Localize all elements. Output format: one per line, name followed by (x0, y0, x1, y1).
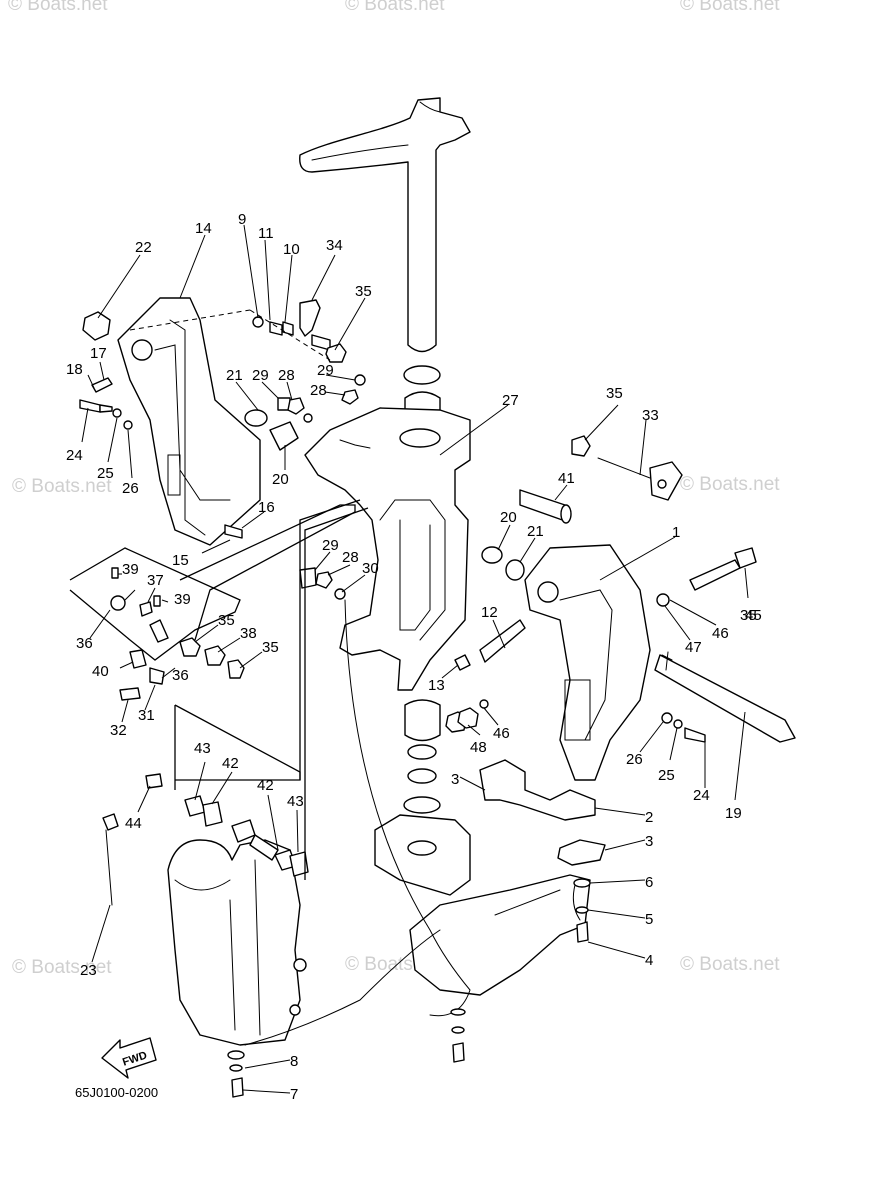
watermark-text: © Boats.net (680, 0, 780, 15)
part-label: 46 (712, 625, 729, 642)
watermark-text: © Boats.net (12, 957, 112, 978)
leader-lines (81, 224, 749, 1094)
watermark-text: © Boats.net (680, 474, 780, 495)
part-label: 24 (66, 447, 83, 464)
part-label: 25 (97, 465, 114, 482)
part-label: 1 (672, 524, 680, 541)
part-label: 24 (693, 787, 710, 804)
part-label: 10 (283, 241, 300, 258)
part-label: 35 (740, 607, 757, 624)
part-label: 12 (481, 604, 498, 621)
part-label: 29 (322, 537, 339, 554)
part-label: 16 (258, 499, 275, 516)
part-label: 43 (194, 740, 211, 757)
part-label: 20 (272, 471, 289, 488)
part-label: 44 (125, 815, 142, 832)
diagram-code: 65J0100-0200 (75, 1085, 158, 1100)
part-label: 17 (90, 345, 107, 362)
clamp-bracket-right (524, 544, 651, 781)
part-label: 39 (122, 561, 139, 578)
part-label: 42 (222, 755, 239, 772)
part-label: 32 (110, 722, 127, 739)
part-label: 33 (642, 407, 659, 424)
part-label: 25 (658, 767, 675, 784)
part-label: 8 (290, 1053, 298, 1070)
part-label: 34 (326, 237, 343, 254)
part-label: 15 (172, 552, 189, 569)
part-label: 2 (645, 809, 653, 826)
part-label: 20 (500, 509, 517, 526)
part-label: 13 (428, 677, 445, 694)
part-label: 30 (362, 560, 379, 577)
part-label: 38 (240, 625, 257, 642)
through-tube (654, 651, 796, 743)
part-label: 40 (92, 663, 109, 680)
steering-arm-shaft (299, 97, 471, 432)
part-label: 28 (278, 367, 295, 384)
part-label: 3 (645, 833, 653, 850)
fwd-arrow: FWD (101, 1037, 157, 1079)
part-label: 26 (122, 480, 139, 497)
part-label: 31 (138, 707, 155, 724)
part-label: 19 (725, 805, 742, 822)
part-label: 4 (645, 952, 653, 969)
part-label: 23 (80, 962, 97, 979)
part-label: 35 (262, 639, 279, 656)
part-label: 18 (66, 361, 83, 378)
part-label: 35 (218, 612, 235, 629)
part-label: 36 (172, 667, 189, 684)
clamp-bracket-left (117, 297, 261, 546)
part-label: 39 (174, 591, 191, 608)
part-label: 28 (342, 549, 359, 566)
part-number-labels: 1 2 3 3 4 5 6 7 8 9 10 11 12 13 14 15 16… (66, 211, 762, 1103)
watermark-text: © Boats.net (12, 476, 112, 497)
bolt-45 (689, 547, 757, 591)
part-label: 29 (317, 362, 334, 379)
part-label: 36 (76, 635, 93, 652)
watermark-text: © Boats.net (680, 954, 780, 975)
part-label: 3 (451, 771, 459, 788)
part-label: 43 (287, 793, 304, 810)
part-label: 22 (135, 239, 152, 256)
lower-mount (479, 759, 606, 866)
part-label: 35 (355, 283, 372, 300)
part-label: 28 (310, 382, 327, 399)
part-label: 45 (745, 607, 762, 624)
part-label: 48 (470, 739, 487, 756)
bracket-33 (597, 457, 683, 501)
group-outlines (69, 309, 369, 880)
small-parts (79, 299, 706, 1098)
part-label: 21 (226, 367, 243, 384)
part-label: 21 (527, 523, 544, 540)
part-label: 35 (606, 385, 623, 402)
part-label: 26 (626, 751, 643, 768)
swivel-bracket (304, 407, 471, 691)
pin-41 (519, 489, 572, 524)
part-label: 14 (195, 220, 212, 237)
part-label: 42 (257, 777, 274, 794)
part-label: 37 (147, 572, 164, 589)
trim-tilt-unit (167, 839, 307, 1046)
part-label: 41 (558, 470, 575, 487)
part-label: 9 (238, 211, 246, 228)
part-label: 27 (502, 392, 519, 409)
hoses (244, 599, 581, 1046)
part-label: 29 (252, 367, 269, 384)
lower-bushing (403, 699, 441, 814)
part-label: 46 (493, 725, 510, 742)
part-label: 5 (645, 911, 653, 928)
bushing-parts (244, 409, 525, 581)
part-label: 47 (685, 639, 702, 656)
watermark-text: © Boats.net (8, 0, 108, 15)
part-label: 6 (645, 874, 653, 891)
watermark-text: © Boats.net (345, 0, 445, 15)
part-label: 11 (258, 225, 274, 242)
lower-plate (374, 814, 591, 996)
part-label: 7 (290, 1086, 298, 1103)
